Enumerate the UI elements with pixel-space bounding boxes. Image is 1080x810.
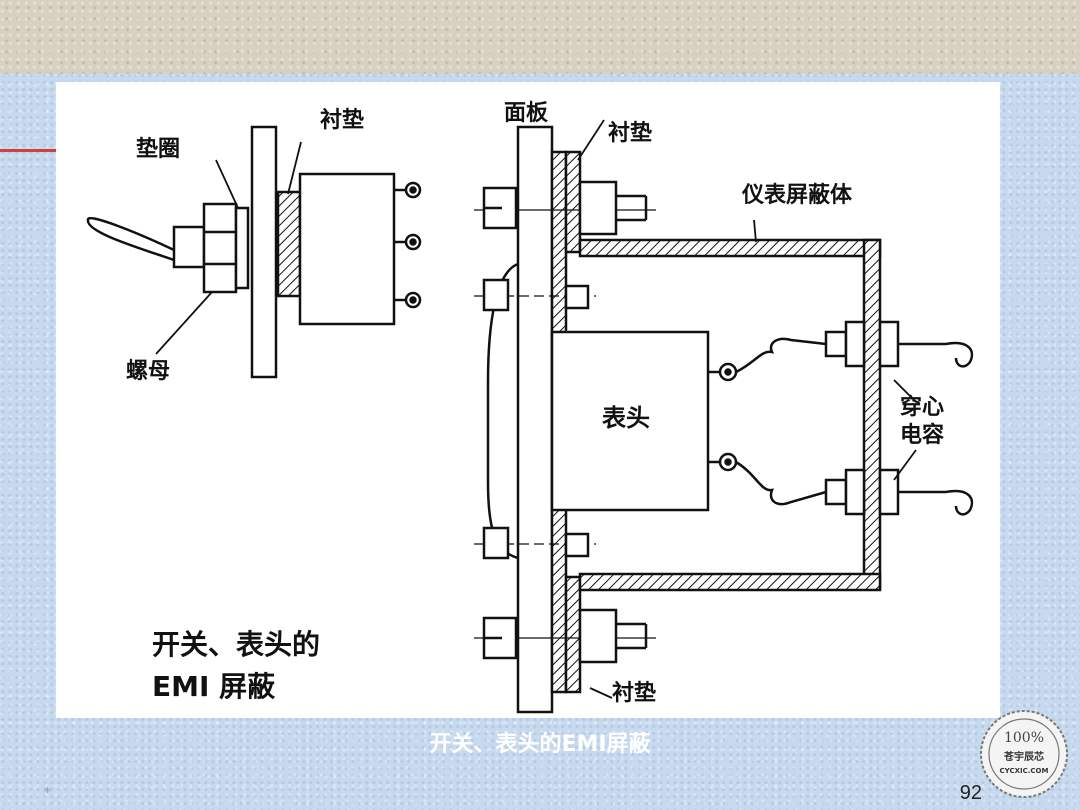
- label-nut: 螺母: [126, 359, 170, 384]
- accent-rule: [0, 149, 56, 152]
- watermark-seal: 100% 苍宇辰芯 CYCXIC.COM: [980, 710, 1068, 798]
- label-gasket-top-right: 衬垫: [608, 120, 652, 146]
- top-texture-band: [0, 0, 1080, 74]
- meter-shield-assembly: [474, 119, 974, 714]
- footer-mark: *: [44, 785, 51, 801]
- diagram-panel: 衬垫 垫圈 螺母 面板 衬垫 仪表屏蔽体 表头 穿心 电容 衬垫 开关、表头的 …: [56, 82, 1000, 718]
- label-washer: 垫圈: [136, 136, 180, 162]
- label-gasket-left: 衬垫: [320, 107, 364, 133]
- seal-line1: 100%: [1004, 730, 1044, 746]
- switch-assembly: [86, 125, 422, 379]
- page-number: 92: [959, 782, 982, 804]
- label-panel: 面板: [504, 101, 549, 126]
- seal-line2: 苍宇辰芯: [1003, 750, 1044, 763]
- label-meter-head: 表头: [602, 404, 650, 432]
- label-feedthrough-2: 电容: [900, 422, 944, 448]
- label-meter-shield: 仪表屏蔽体: [741, 183, 853, 208]
- inner-title-line1: 开关、表头的: [152, 628, 320, 661]
- seal-line3: CYCXIC.COM: [1000, 767, 1049, 775]
- label-gasket-bottom: 衬垫: [612, 680, 656, 706]
- label-feedthrough-1: 穿心: [900, 394, 944, 420]
- slide-caption: 开关、表头的EMI屏蔽: [429, 732, 651, 757]
- inner-title-line2: EMI 屏蔽: [152, 670, 276, 703]
- emi-shielding-diagram: 衬垫 垫圈 螺母 面板 衬垫 仪表屏蔽体 表头 穿心 电容 衬垫 开关、表头的 …: [86, 101, 974, 714]
